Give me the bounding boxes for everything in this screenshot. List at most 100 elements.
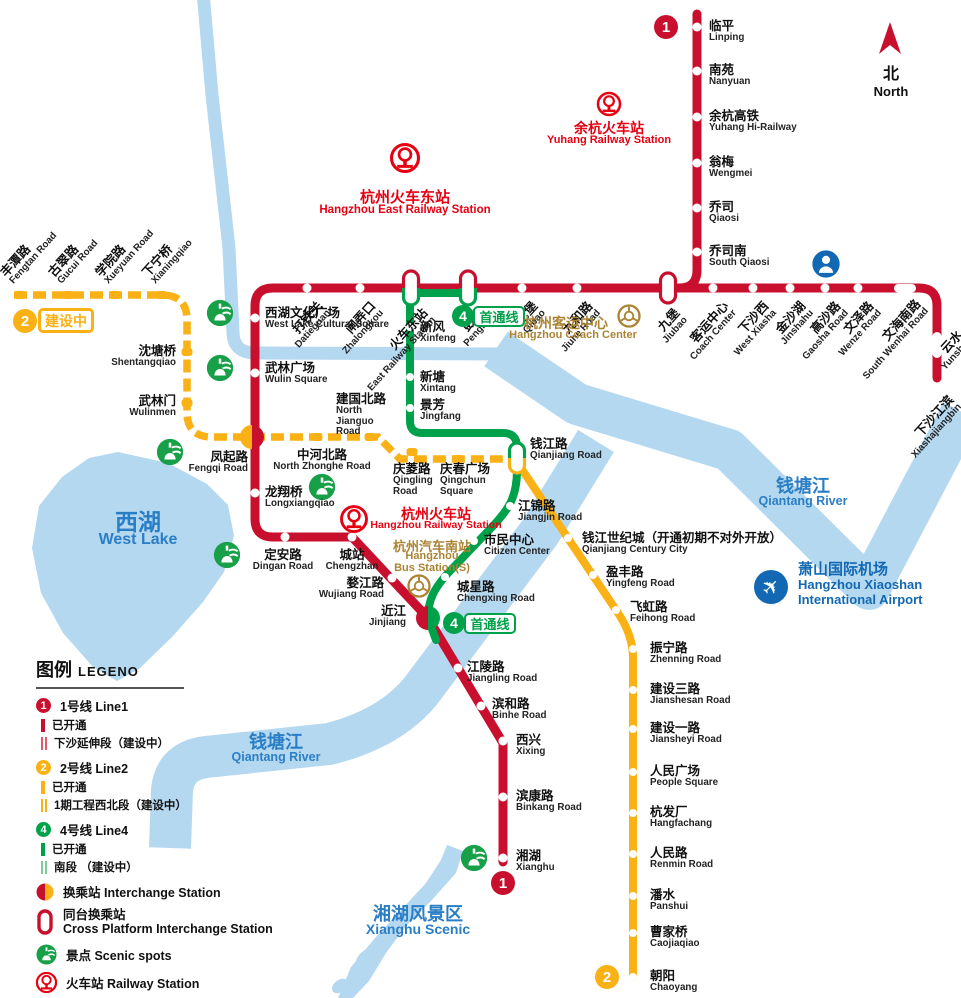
compass-label-en: North — [873, 84, 909, 99]
legend-line2: 2 2号线 Line2 — [36, 758, 292, 777]
north-arrow-icon — [879, 22, 901, 54]
east-railway-station-label: 杭州火车东站 — [359, 189, 451, 206]
solid-line-swatch — [41, 780, 45, 794]
interchange-station-icon — [36, 883, 54, 900]
qiantang-river-label: 钱塘江 — [249, 732, 303, 752]
legend-cross-platform-zh: 同台换乘站 — [63, 908, 126, 922]
qiantang-river-label: 钱塘江 — [776, 476, 830, 496]
interchange-fengqi-road — [240, 425, 264, 449]
interchange-jinjiang — [416, 606, 440, 630]
under-construction-badge: 建设中 — [38, 308, 94, 333]
capsule-pengbu — [458, 269, 478, 307]
line2-station-dots — [564, 534, 637, 981]
legend-line2-open: 已开通 — [41, 779, 292, 795]
line4-badge: 4 — [443, 612, 465, 634]
line2-under-construction-path — [14, 291, 509, 463]
legend-line4-construction: 南段 （建设中） — [41, 859, 292, 875]
legend-scenic: 景点 Scenic spots — [36, 943, 292, 965]
first-section-badge: 首通线 — [473, 306, 525, 327]
capsule-qianjiang-road — [507, 441, 527, 475]
airport-icon: ✈ — [754, 570, 788, 604]
line1-main-path — [250, 283, 942, 867]
hangzhou-railway-station-label-en: Hangzhou Railway Station — [370, 519, 502, 531]
west-lake-label: 西湖 — [115, 509, 161, 535]
legend-interchange: 换乘站 Interchange Station — [36, 882, 292, 901]
bus-station-south-label-en1: Hangzhou — [405, 550, 459, 562]
qiantang-river — [149, 331, 961, 849]
solid-line-swatch — [41, 718, 45, 732]
legend-line1-open: 已开通 — [41, 717, 292, 733]
coach-center-label: 杭州客运中心 — [524, 315, 608, 331]
airport-label-en2: International Airport — [798, 592, 923, 607]
legend-title-en: LEGENO — [78, 664, 139, 679]
line2-construction-station-marks — [14, 291, 464, 463]
legend-line4-label: 4号线 Line4 — [60, 824, 129, 838]
railway-station-icon — [36, 971, 57, 993]
qiantang-river-label-en: Qiantang River — [758, 494, 848, 508]
line1-badge: 1 — [654, 15, 678, 39]
xianghu-lake-shape — [332, 845, 463, 998]
compass: 北 North — [856, 14, 926, 99]
legend-line1: 1 1号线 Line1 — [36, 696, 292, 715]
airport-label: 萧山国际机场 — [798, 561, 889, 578]
legend: 图例 LEGENO 1 1号线 Line1 已开通 下沙延伸段（建设中） 2 2… — [36, 656, 292, 998]
legend-cross-platform: 同台换乘站 Cross Platform Interchange Station — [36, 908, 292, 937]
line4-badge: 4 — [452, 305, 474, 327]
xianghu-scenic-label: 湘湖风景区 — [373, 904, 463, 924]
line1-station-dots — [250, 22, 863, 863]
line1-north-branch-path — [655, 9, 702, 293]
dashed-line-swatch — [41, 860, 47, 874]
solid-line-swatch — [41, 842, 45, 856]
cross-platform-interchange-icon — [37, 909, 53, 936]
west-lake-label-en: West Lake — [98, 531, 178, 548]
legend-divider — [36, 687, 184, 689]
west-lake-shape — [32, 452, 234, 681]
first-section-badge: 首通线 — [464, 613, 516, 634]
legend-line4-open: 已开通 — [41, 841, 292, 857]
legend-line1-label: 1号线 Line1 — [60, 700, 129, 714]
line2-badge: 2 — [595, 965, 619, 989]
bus-station-south-label-en2: Bus Station(S) — [394, 562, 470, 574]
legend-cross-platform-en: Cross Platform Interchange Station — [63, 922, 273, 937]
qiantang-river-label-en: Qiantang River — [231, 750, 321, 764]
dashed-line-swatch — [41, 798, 47, 812]
hangzhou-railway-station-label: 杭州火车站 — [401, 506, 471, 522]
legend-line2-construction: 1期工程西北段（建设中） — [41, 797, 292, 813]
legend-title: 图例 LEGENO — [36, 656, 292, 682]
yuhang-railway-station-label: 余杭火车站 — [574, 120, 644, 136]
line1-badge: 1 — [491, 871, 515, 895]
capsule-jiubao — [658, 271, 678, 305]
